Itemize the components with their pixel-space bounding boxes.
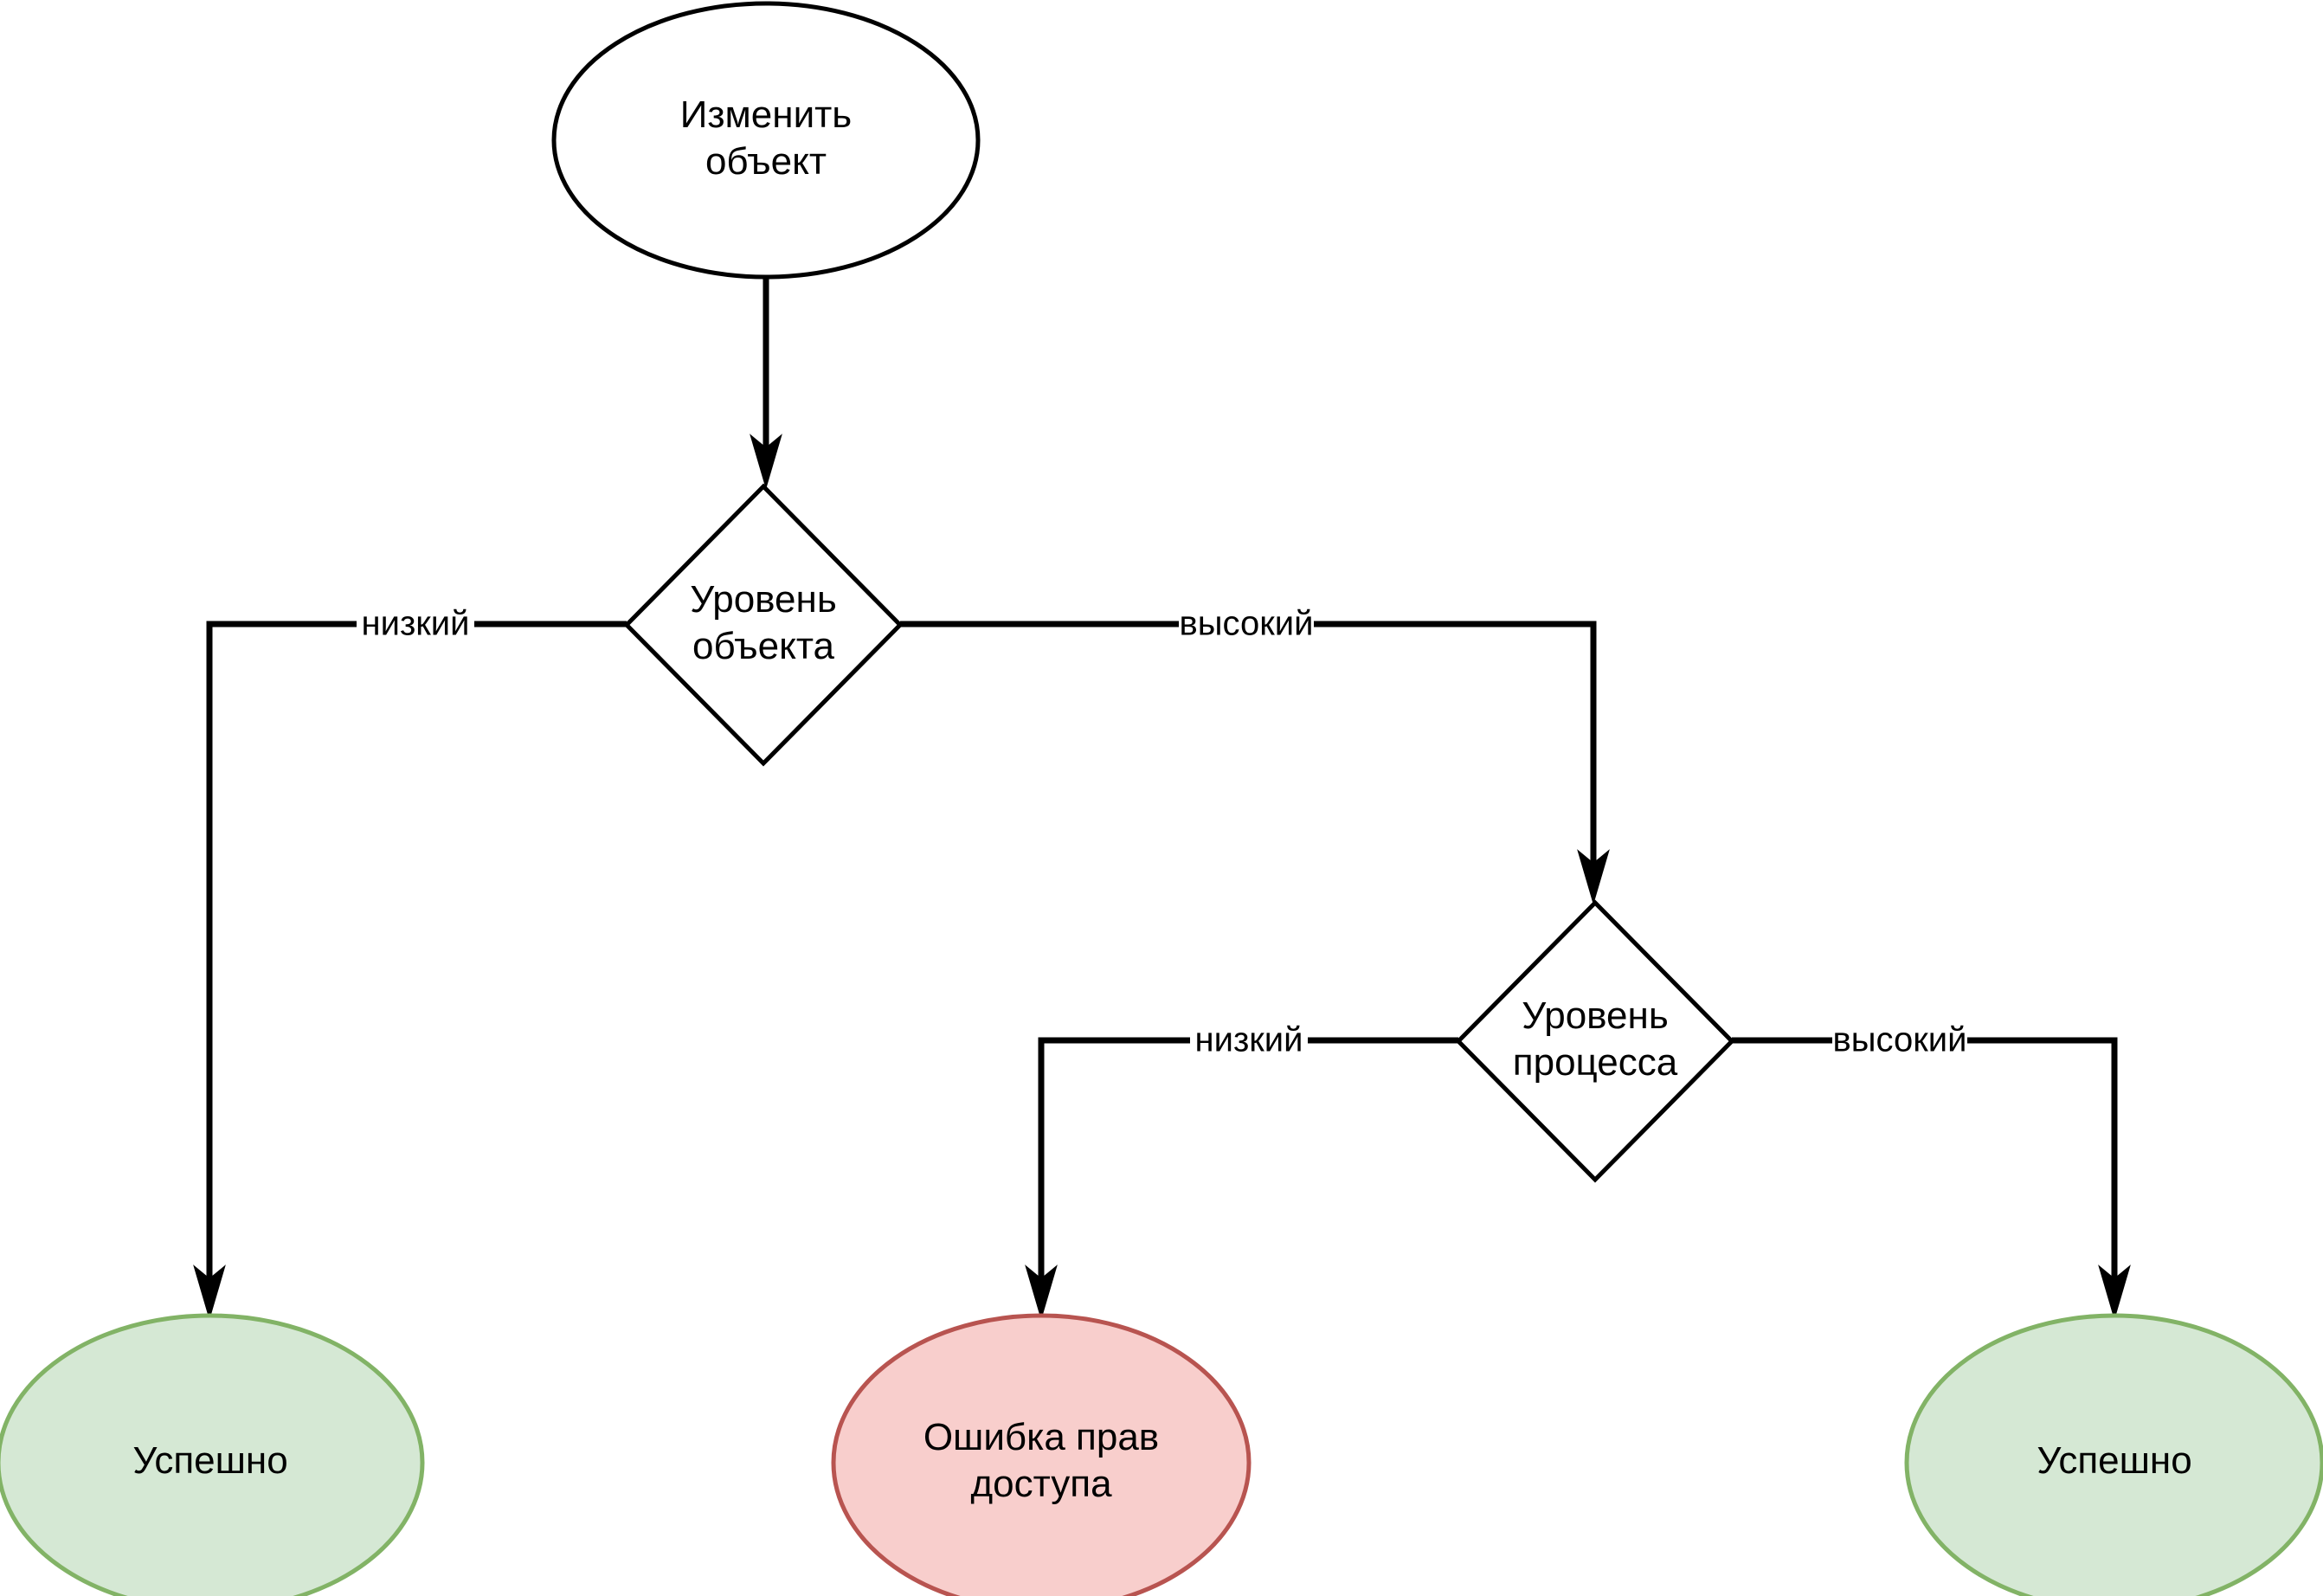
arrow-head-icon: [750, 434, 782, 490]
edge-line: [900, 621, 1597, 883]
edge-labels-layer: низкий высокий низкий высокий: [357, 602, 1967, 1063]
edge-label-process-level-низкий: низкий: [1190, 1018, 1308, 1063]
edge-label-object-level-низкий: низкий: [357, 602, 474, 647]
node-success-left[interactable]: Успешно: [0, 1313, 425, 1596]
edge-label-text: низкий: [1195, 1021, 1303, 1059]
edge-label-object-level-высокий: высокий: [1179, 602, 1314, 647]
edges-layer: [193, 277, 2131, 1321]
node-diamond-shape: [623, 483, 904, 767]
edge-process-level-to-access-error[interactable]: [1025, 1037, 1458, 1321]
edge-label-backdrop: [1190, 1018, 1308, 1063]
node-ellipse-shape: [831, 1313, 1252, 1596]
edge-process-level-to-success-right[interactable]: [1732, 1037, 2131, 1321]
arrow-head-icon: [1577, 849, 1610, 905]
edge-object-level-to-process-level[interactable]: [900, 621, 1610, 905]
edge-label-backdrop: [1179, 602, 1314, 647]
node-label: Успешно: [132, 1439, 287, 1482]
arrow-head-icon: [193, 1265, 226, 1321]
edge-label-process-level-высокий: высокий: [1832, 1018, 1967, 1063]
edge-start-to-object-level[interactable]: [750, 277, 782, 490]
node-label: Успешно: [2037, 1439, 2191, 1482]
edge-line: [206, 621, 627, 1298]
node-diamond-shape: [1455, 899, 1735, 1183]
node-ellipse-shape: [0, 1313, 425, 1596]
node-ellipse-shape: [551, 1, 981, 280]
edge-line: [1038, 1037, 1458, 1298]
edge-label-text: высокий: [1833, 1021, 1967, 1059]
arrow-head-icon: [1025, 1265, 1058, 1321]
edge-label-backdrop: [357, 602, 474, 647]
arrow-head-icon: [2098, 1265, 2131, 1321]
node-success-right[interactable]: Успешно: [1904, 1313, 2323, 1596]
edge-label-text: высокий: [1180, 605, 1314, 643]
edge-label-text: низкий: [362, 605, 470, 643]
edge-label-backdrop: [1832, 1018, 1967, 1063]
edge-line: [1732, 1037, 2118, 1298]
edge-object-level-to-success-left[interactable]: [193, 621, 627, 1321]
node-ellipse-shape: [1904, 1313, 2323, 1596]
